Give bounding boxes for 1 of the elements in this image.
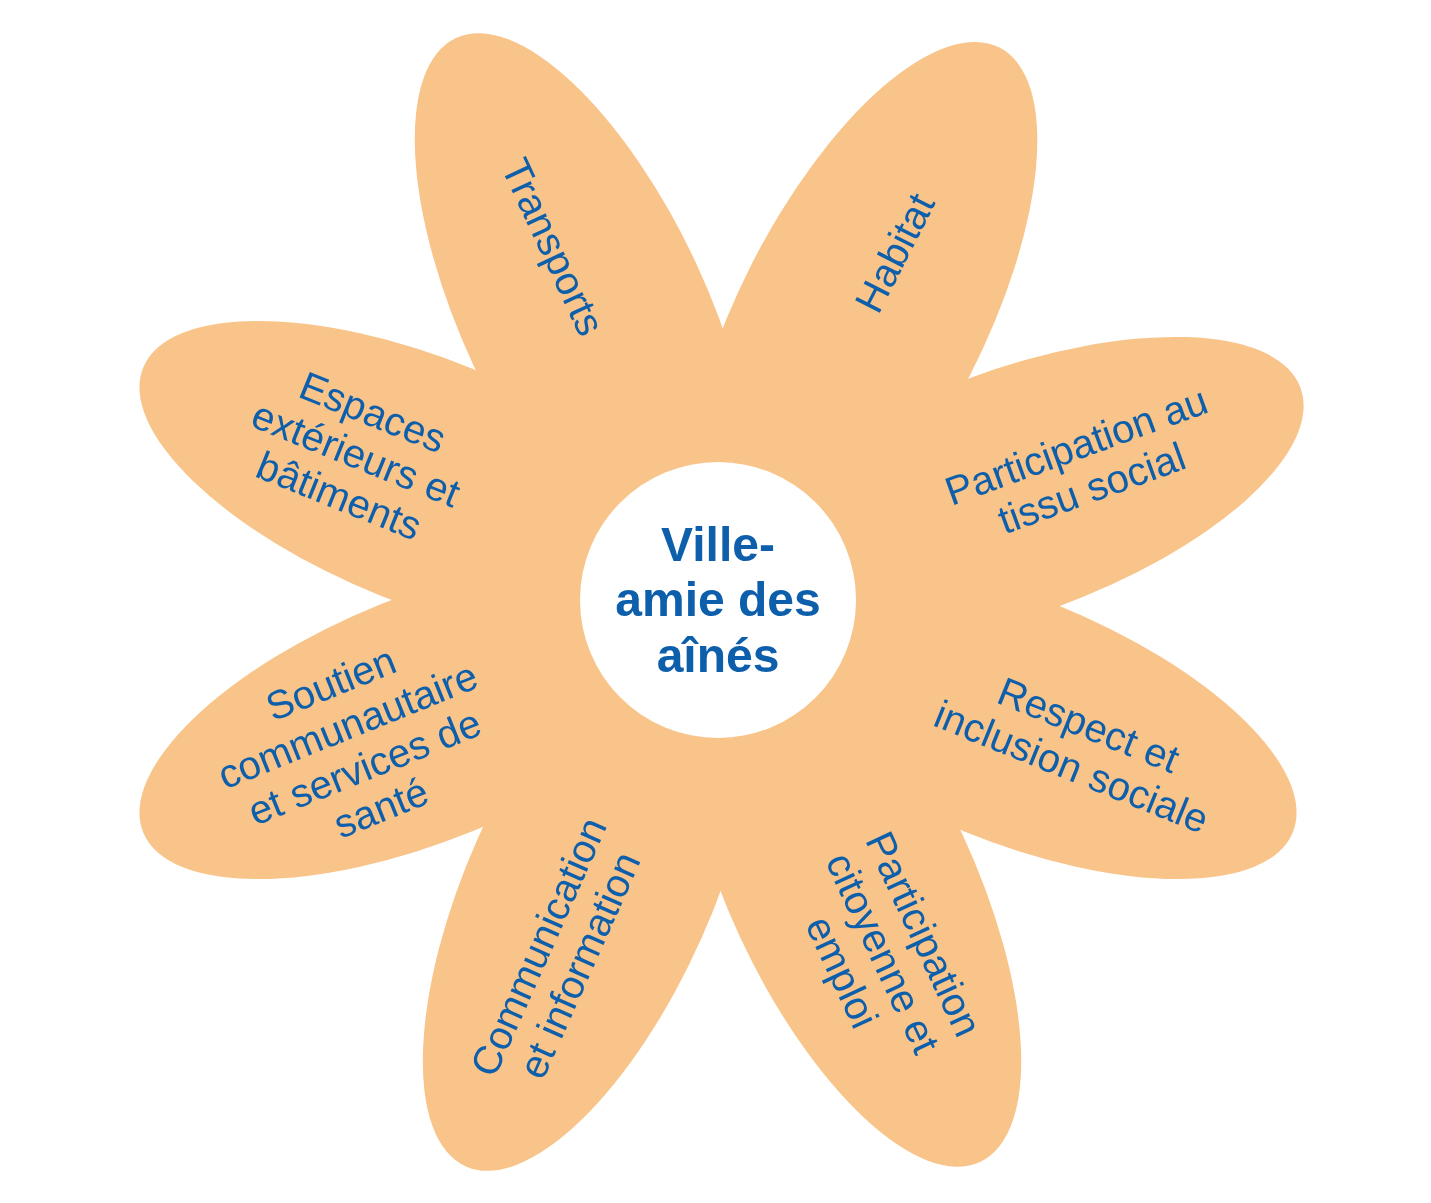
center-title: Ville- amie des aînés <box>614 517 822 683</box>
